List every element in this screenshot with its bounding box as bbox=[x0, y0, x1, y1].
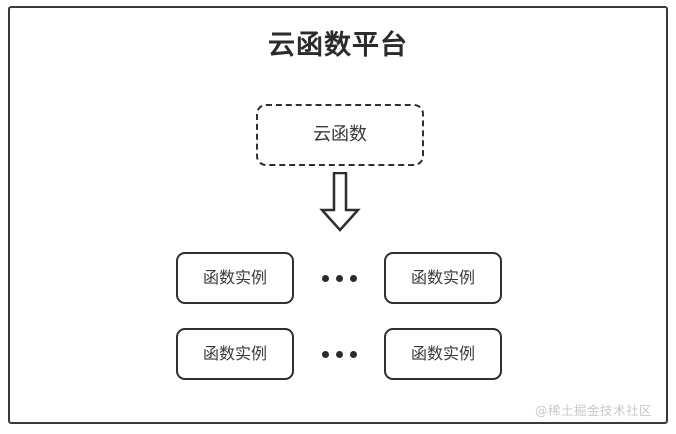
ellipsis-dot bbox=[349, 274, 357, 282]
function-instance-label: 函数实例 bbox=[202, 344, 267, 363]
page-title: 云函数平台 bbox=[268, 30, 408, 61]
ellipsis-dot bbox=[335, 350, 343, 358]
ellipsis-dot bbox=[321, 274, 329, 282]
function-instance-label: 函数实例 bbox=[410, 268, 475, 287]
ellipsis-dot bbox=[349, 350, 357, 358]
cloud-function-node: 云函数 bbox=[256, 104, 424, 166]
ellipsis-indicator bbox=[309, 252, 369, 304]
function-instance-node: 函数实例 bbox=[384, 328, 502, 380]
down-block-arrow-icon bbox=[319, 172, 361, 232]
watermark: @稀土掘金技术社区 bbox=[534, 403, 652, 418]
function-instance-node: 函数实例 bbox=[176, 252, 294, 304]
ellipsis-dot bbox=[335, 274, 343, 282]
function-instance-node: 函数实例 bbox=[176, 328, 294, 380]
function-instance-label: 函数实例 bbox=[202, 268, 267, 287]
ellipsis-indicator bbox=[309, 328, 369, 380]
cloud-function-label: 云函数 bbox=[313, 124, 367, 145]
function-instance-node: 函数实例 bbox=[384, 252, 502, 304]
function-instance-label: 函数实例 bbox=[410, 344, 475, 363]
ellipsis-dot bbox=[321, 350, 329, 358]
